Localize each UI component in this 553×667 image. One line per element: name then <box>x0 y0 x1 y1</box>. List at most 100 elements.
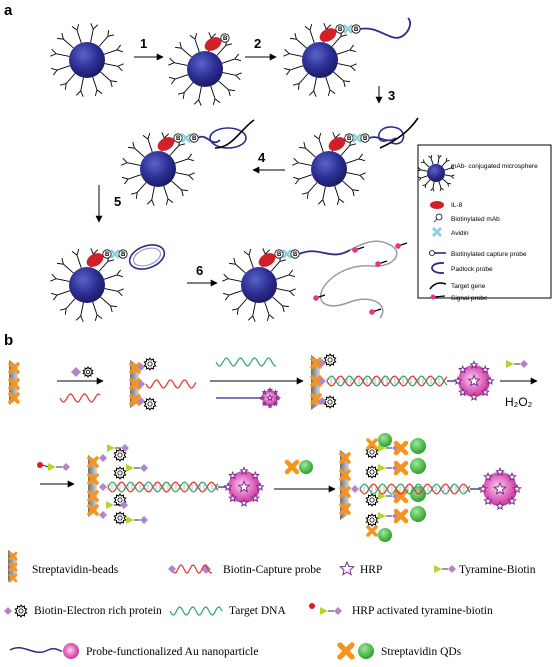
legend-b-tyramine-biotin-icon <box>434 565 456 573</box>
quantum-dot <box>378 528 392 542</box>
microsphere-1 <box>50 23 124 97</box>
rca-product-strand <box>298 240 398 319</box>
biotin-badge: B <box>173 133 183 143</box>
microsphere-body <box>187 51 223 87</box>
hrp-star <box>480 387 490 397</box>
hrp-star <box>261 389 268 395</box>
legend-b-target-dna-icon <box>169 606 223 616</box>
hrp-star <box>478 484 488 494</box>
biotin-badge-text: B <box>293 252 298 258</box>
legend-b-label-hrp-tyramine-biotin: HRP activated tyramine-biotin <box>352 605 493 617</box>
capture-probe-strand <box>145 379 197 389</box>
quantum-dot <box>378 433 392 447</box>
legend-b-biotin <box>4 607 12 615</box>
quantum-dot <box>410 506 426 522</box>
avidin-mark <box>352 133 362 143</box>
hrp-star <box>274 394 282 401</box>
capture-probe-strand <box>359 17 411 39</box>
microsphere-body <box>302 42 338 78</box>
biotin-badge: B <box>351 24 361 34</box>
biotin-badge-text: B <box>363 136 368 142</box>
legend-microsphere-icon <box>417 154 455 192</box>
panel-b-scheme <box>8 353 528 542</box>
duplex-strand-red <box>107 481 219 493</box>
legend-b-hrp-activated-dot <box>309 603 315 609</box>
legend-label-il8: IL-8 <box>451 202 463 209</box>
hrp-star <box>507 471 517 482</box>
reagent-streptavidin <box>284 459 300 475</box>
legend-b-streptavidin-icon <box>337 642 355 660</box>
electron-rich-protein <box>323 353 337 367</box>
legend-b-label-tyramine-biotin: Tyramine-Biotin <box>459 564 536 576</box>
streptavidin-cross <box>339 486 351 498</box>
avidin-mark <box>343 24 353 34</box>
panel-b-legend <box>4 550 456 660</box>
legend-label-avidin: Avidin <box>451 230 469 237</box>
legend-label-capture-probe: Biotinylated capture probe <box>451 251 527 258</box>
reagent-quantum-dot <box>299 460 313 474</box>
biotin-diamond <box>99 483 107 491</box>
il8-mark <box>204 37 222 51</box>
au-nanoparticle-stage-5 <box>478 467 522 511</box>
legend-label-signal-probe: Signal probe <box>451 295 488 302</box>
microsphere-4 <box>292 132 366 206</box>
hrp-star <box>266 402 274 409</box>
biotin-badge-text: B <box>223 36 228 42</box>
biotin-badge: B <box>102 249 112 259</box>
signal-probe-dot <box>352 247 358 253</box>
reagent-h2o2-label: H₂O₂ <box>505 395 533 409</box>
streptavidin-cross <box>87 490 99 502</box>
microsphere-6 <box>50 248 124 322</box>
tyramine-biotin <box>106 501 128 509</box>
biotin-badge-text: B <box>354 27 359 33</box>
hrp-star <box>495 501 505 511</box>
tyramine-biotin <box>126 464 148 472</box>
legend-capture-probe-icon <box>429 250 446 256</box>
legend-padlock-probe-icon <box>431 262 445 274</box>
capture-probe-strand <box>197 135 221 144</box>
streptavidin-cross <box>393 460 409 476</box>
biotin-diamond <box>62 463 70 471</box>
legend-b-capture-probe-icon <box>171 564 213 574</box>
hrp-star <box>250 470 260 480</box>
microsphere-3 <box>283 23 357 97</box>
target-gene-strand <box>214 119 255 149</box>
electron-rich-protein <box>143 357 157 371</box>
biotin-diamond <box>137 380 145 388</box>
biotin-diamond <box>318 377 326 385</box>
microsphere-body <box>140 151 176 187</box>
biotin-badge-text: B <box>105 252 110 258</box>
biotin-diamond <box>351 485 359 493</box>
legend-signal-probe-icon <box>430 294 446 300</box>
biotin-badge: B <box>344 133 354 143</box>
hrp-star <box>239 466 249 475</box>
biotin-badge-text: B <box>121 252 126 258</box>
biotin-badge: B <box>274 249 284 259</box>
biotin-badge-text: B <box>176 136 181 142</box>
reagent-target-dna <box>215 357 276 367</box>
electron-rich-protein <box>323 395 337 409</box>
step-label-1: 1 <box>140 36 147 51</box>
biotin-badge: B <box>290 249 300 259</box>
legend-label-biotin-mab: Biotinylated mAb <box>451 216 500 223</box>
hrp-star <box>507 496 517 506</box>
il8-mark <box>157 137 175 151</box>
legend-b-hrp-icon <box>339 560 355 576</box>
streptavidin-cross <box>8 392 20 404</box>
duplex-strand-green <box>359 483 471 495</box>
legend-b-qd-icon <box>358 643 374 659</box>
legend-b-label-electron-rich-protein: Biotin-Electron rich protein <box>34 605 162 617</box>
streptavidin-cross <box>87 456 99 468</box>
duplex-stage-3 <box>326 375 448 387</box>
signal-probe-dot <box>313 295 319 301</box>
streptavidin-cross <box>393 440 409 456</box>
electron-rich-protein <box>365 465 379 479</box>
hrp-star <box>495 467 505 477</box>
microsphere-5 <box>121 132 195 206</box>
microsphere-2 <box>168 32 242 106</box>
streptavidin-bead-wall <box>88 455 97 517</box>
hrp-star <box>261 400 268 407</box>
legend-b-hrp-activated-tyramine-icon <box>320 607 342 615</box>
legend-b-label-target-dna: Target DNA <box>229 605 286 617</box>
reagent-au-nanoparticle <box>258 386 282 409</box>
